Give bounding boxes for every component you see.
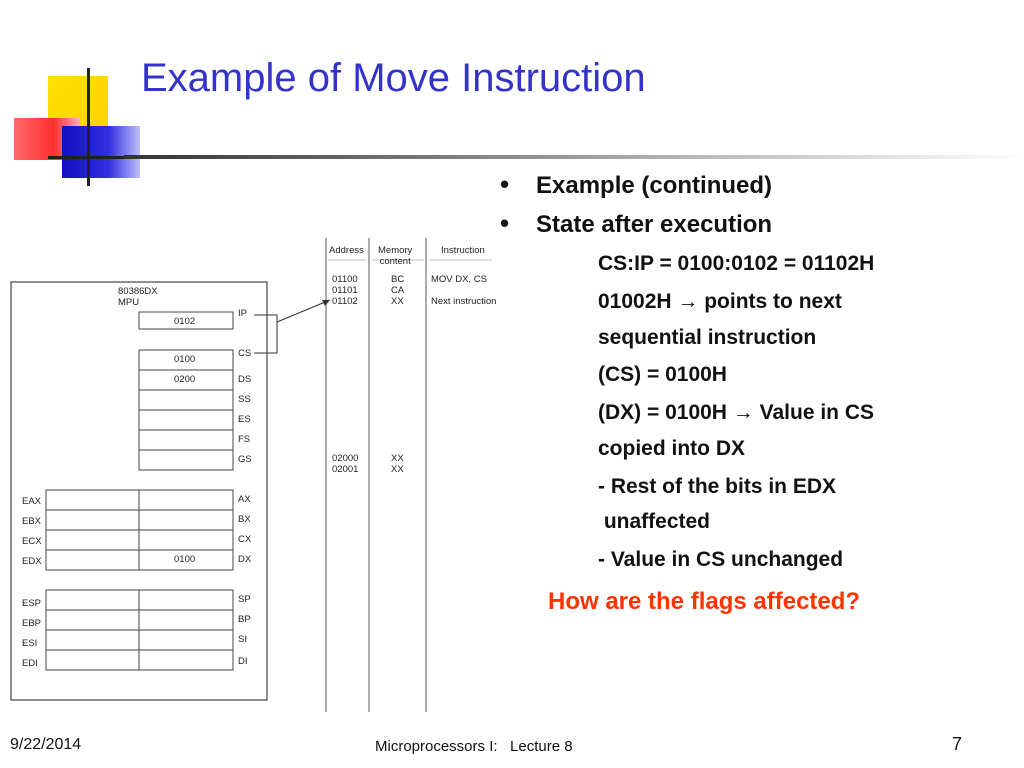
cs-value: 0100 (174, 354, 196, 365)
mem-content: CA (391, 285, 405, 296)
detail-line: (DX) = 0100H → Value in CS (598, 401, 875, 424)
general-register-boxes (45, 489, 234, 571)
logo-vertical-line (87, 68, 90, 186)
ip-label: IP (238, 308, 247, 319)
es-label: ES (238, 414, 251, 425)
edx-label: EDX (22, 556, 42, 567)
dx-value: 0100 (174, 554, 196, 565)
footer-page-number: 7 (952, 734, 963, 754)
pointer-register-boxes (45, 589, 234, 671)
ds-label: DS (238, 374, 252, 385)
mem-content: XX (391, 453, 404, 464)
sp-label: SP (238, 594, 251, 605)
ebp-label: EBP (22, 618, 42, 629)
bx-label: BX (238, 514, 251, 525)
detail-line: (CS) = 0100H (598, 363, 727, 386)
si-label: SI (238, 634, 247, 645)
detail-line: sequential instruction (598, 326, 817, 349)
register-memory-diagram: Address Memory content Instruction 80386… (0, 232, 520, 712)
mem-address: 02000 (332, 453, 359, 464)
logo-horizontal-line (48, 156, 140, 159)
title-divider (124, 155, 1024, 159)
mem-content: XX (391, 296, 404, 307)
dx-label: DX (238, 554, 252, 565)
edi-label: EDI (22, 658, 38, 669)
detail-line: copied into DX (598, 437, 745, 460)
header-address: Address (329, 245, 364, 256)
ecx-label: ECX (22, 536, 42, 547)
footer-course: Microprocessors I: Lecture 8 (375, 738, 573, 755)
bullet-text: Example (continued) (536, 172, 773, 199)
di-label: DI (238, 656, 248, 667)
mem-instruction: MOV DX, CS (431, 274, 487, 285)
slide-title: Example of Move Instruction (141, 56, 646, 100)
detail-line: unaffected (598, 510, 711, 533)
ax-label: AX (238, 494, 251, 505)
logo-blue-square (62, 126, 140, 178)
question-text: How are the flags affected? (548, 588, 861, 615)
mem-content: XX (391, 464, 404, 475)
detail-line: CS:IP = 0100:0102 = 01102H (598, 252, 875, 275)
bullet-text: State after execution (536, 211, 773, 238)
mem-content: BC (391, 274, 405, 285)
fs-label: FS (238, 434, 251, 445)
cx-label: CX (238, 534, 252, 545)
esp-label: ESP (22, 598, 42, 609)
header-memory-content: Memory content (378, 245, 413, 267)
gs-label: GS (238, 454, 252, 465)
mpu-label: 80386DX MPU (118, 286, 158, 308)
segment-boxes (138, 349, 234, 471)
logo-graphic (0, 0, 140, 190)
bp-label: BP (238, 614, 251, 625)
footer-date: 9/22/2014 (10, 736, 82, 753)
header-instruction: Instruction (441, 245, 485, 256)
mem-instruction: Next instruction (431, 296, 497, 307)
bullet-dot-icon: • (500, 208, 510, 238)
cs-label: CS (238, 348, 252, 359)
mem-address: 01102 (332, 296, 358, 307)
eax-label: EAX (22, 496, 42, 507)
detail-line: - Rest of the bits in EDX (598, 475, 837, 498)
ip-value: 0102 (174, 316, 196, 327)
mem-address: 01100 (332, 274, 358, 285)
detail-line: - Value in CS unchanged (598, 548, 844, 571)
ss-label: SS (238, 394, 251, 405)
detail-line: 01002H → points to next (598, 290, 842, 313)
esi-label: ESI (22, 638, 38, 649)
ebx-label: EBX (22, 516, 42, 527)
mem-address: 02001 (332, 464, 359, 475)
ds-value: 0200 (174, 374, 196, 385)
mem-address: 01101 (332, 285, 358, 296)
bullet-dot-icon: • (500, 169, 510, 199)
diagram-lines (10, 238, 492, 712)
